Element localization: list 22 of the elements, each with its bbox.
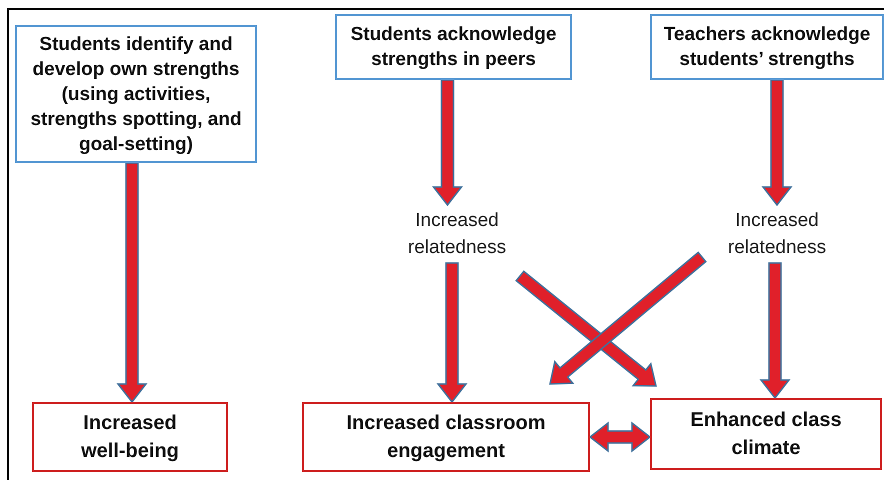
block-arrow — [549, 251, 707, 385]
box-text: Teachers acknowledge students’ strengths — [662, 23, 872, 72]
source-box — [15, 25, 257, 163]
result-text: Increased relatedness — [392, 205, 522, 263]
block-arrow — [759, 262, 791, 400]
block-arrow — [432, 79, 464, 206]
outcome-box — [32, 402, 228, 472]
box-text: Increased well-being — [80, 411, 180, 464]
source-box — [650, 14, 884, 80]
block-arrow — [116, 162, 148, 404]
box-text: Students acknowledge strengths in peers — [350, 23, 558, 72]
source-box — [335, 14, 572, 80]
block-arrow — [761, 79, 793, 206]
box-text: Increased classroom engagement — [346, 411, 546, 464]
box-text: Enhanced class climate — [689, 408, 843, 461]
block-arrow — [515, 270, 657, 387]
result-text: Increased relatedness — [712, 205, 842, 263]
block-arrow — [436, 262, 468, 404]
outcome-box — [302, 402, 590, 472]
outcome-box — [650, 398, 882, 470]
double-block-arrow — [588, 421, 652, 453]
box-text: Students identify and develop own strengths (using activities, strengths spotting, and goal-setting) — [29, 32, 243, 156]
